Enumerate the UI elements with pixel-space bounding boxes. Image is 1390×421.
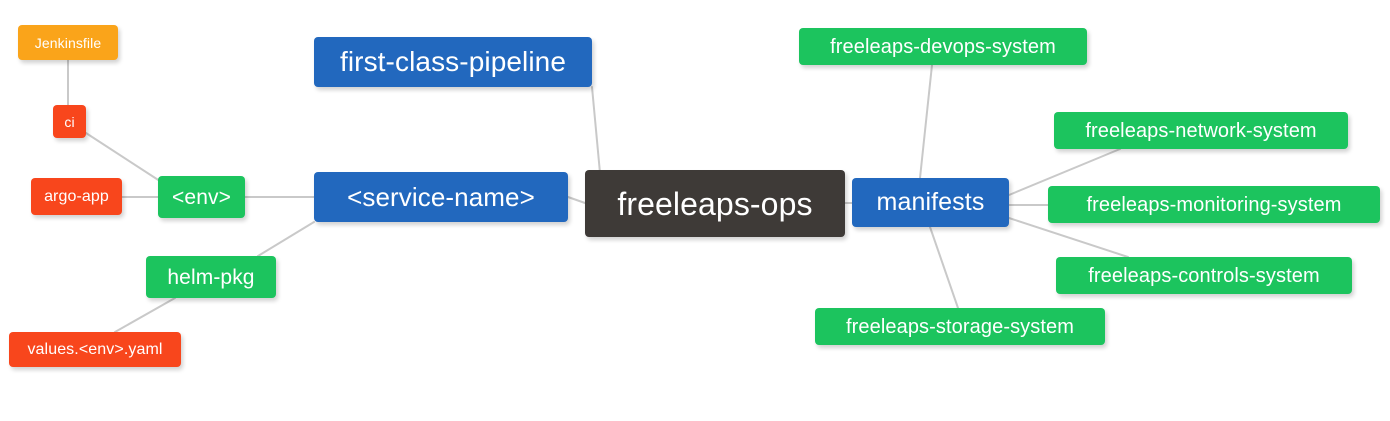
- node-label: freeleaps-storage-system: [845, 315, 1075, 338]
- mindmap-node-freeleaps-ops[interactable]: freeleaps-ops: [585, 170, 845, 237]
- mindmap-edge: [919, 64, 933, 179]
- node-label: freeleaps-ops: [617, 185, 813, 222]
- node-label: argo-app: [44, 187, 109, 205]
- node-label: Jenkinsfile: [34, 34, 102, 51]
- mindmap-node-monitoring-system[interactable]: freeleaps-monitoring-system: [1048, 186, 1380, 223]
- mindmap-node-values-yaml[interactable]: values.<env>.yaml: [9, 332, 181, 367]
- mindmap-node-service-name[interactable]: <service-name>: [314, 172, 568, 222]
- node-label: freeleaps-network-system: [1085, 119, 1317, 142]
- mindmap-node-network-system[interactable]: freeleaps-network-system: [1054, 112, 1348, 149]
- node-label: freeleaps-devops-system: [830, 35, 1056, 58]
- node-label: <env>: [172, 185, 231, 209]
- mindmap-edge: [591, 86, 601, 174]
- node-label: freeleaps-controls-system: [1088, 264, 1320, 287]
- node-label: values.<env>.yaml: [27, 340, 163, 358]
- mindmap-node-devops-system[interactable]: freeleaps-devops-system: [799, 28, 1087, 65]
- mindmap-node-argo-app[interactable]: argo-app: [31, 178, 122, 215]
- mindmap-node-first-class-pipeline[interactable]: first-class-pipeline: [314, 37, 592, 87]
- mindmap-edge: [1008, 217, 1129, 258]
- mindmap-edge: [257, 221, 315, 257]
- node-label: <service-name>: [347, 182, 535, 212]
- mindmap-node-controls-system[interactable]: freeleaps-controls-system: [1056, 257, 1352, 294]
- mindmap-node-helm-pkg[interactable]: helm-pkg: [146, 256, 276, 298]
- node-label: freeleaps-monitoring-system: [1086, 193, 1342, 216]
- mindmap-node-jenkinsfile[interactable]: Jenkinsfile: [18, 25, 118, 60]
- mindmap-node-manifests[interactable]: manifests: [852, 178, 1009, 227]
- mindmap-node-env[interactable]: <env>: [158, 176, 245, 218]
- mindmap-node-storage-system[interactable]: freeleaps-storage-system: [815, 308, 1105, 345]
- node-label: manifests: [876, 188, 985, 216]
- node-label: first-class-pipeline: [339, 46, 567, 77]
- node-label: ci: [64, 113, 75, 130]
- mindmap-edge: [114, 297, 176, 333]
- node-label: helm-pkg: [167, 265, 255, 289]
- mindmap-node-ci[interactable]: ci: [53, 105, 86, 138]
- mindmap-edge: [929, 226, 959, 309]
- mindmap-edge: [567, 196, 586, 204]
